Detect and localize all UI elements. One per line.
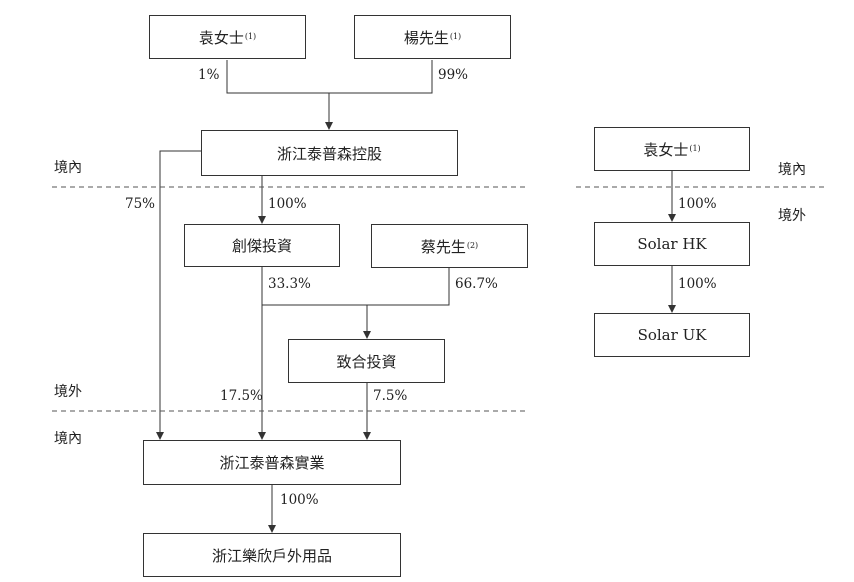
node-lexin: 浙江樂欣戶外用品 <box>143 533 401 577</box>
pct-shiye-lexin: 100% <box>280 492 319 508</box>
node-chuangjie: 創傑投資 <box>184 224 340 267</box>
pct-solarhk-solaruk: 100% <box>678 276 717 292</box>
node-solar-uk: Solar UK <box>594 313 750 357</box>
node-label: 浙江樂欣戶外用品 <box>211 546 332 565</box>
node-yang: 楊先生(1) <box>354 15 511 59</box>
footnote-marker: (1) <box>244 31 257 41</box>
node-label: Solar UK <box>637 326 707 344</box>
node-label: 蔡先生 <box>420 237 466 256</box>
pct-holdco-chuangjie: 100% <box>268 196 307 212</box>
node-label: 創傑投資 <box>231 237 292 255</box>
region-overseas-lower-left: 境外 <box>54 384 82 400</box>
line-yuan-holdco <box>226 60 329 94</box>
node-cai: 蔡先生(2) <box>371 224 528 268</box>
node-label: 致合投資 <box>336 352 397 371</box>
pct-chuangjie-shiye: 17.5% <box>220 388 263 404</box>
footnote-marker: (2) <box>466 240 479 250</box>
node-label: Solar HK <box>637 235 707 253</box>
region-overseas-right: 境外 <box>778 208 806 224</box>
pct-yuan-solarhk: 100% <box>678 196 717 212</box>
node-label: 袁女士 <box>643 140 689 159</box>
arrow-holdco-shiye <box>156 150 201 440</box>
node-yuan-left: 袁女士(1) <box>149 15 306 59</box>
node-label: 浙江泰普森實業 <box>219 454 325 472</box>
node-label: 浙江泰普森控股 <box>276 144 382 163</box>
pct-yuan-holdco: 1% <box>198 67 220 83</box>
node-label: 楊先生 <box>403 28 449 47</box>
line-yang-holdco <box>329 60 433 94</box>
pct-yang-holdco: 99% <box>438 67 469 83</box>
pct-cai-zhihe: 66.7% <box>455 276 498 292</box>
region-domestic-lower-left: 境內 <box>54 431 82 447</box>
footnote-marker: (1) <box>449 31 462 41</box>
node-zhihe: 致合投資 <box>288 339 445 383</box>
node-holdco: 浙江泰普森控股 <box>201 130 458 176</box>
pct-zhihe-shiye: 7.5% <box>373 388 408 404</box>
pct-chuangjie-zhihe: 33.3% <box>268 276 311 292</box>
node-shiye: 浙江泰普森實業 <box>143 440 401 485</box>
node-solar-hk: Solar HK <box>594 222 750 266</box>
region-domestic-upper-left: 境內 <box>54 160 82 176</box>
footnote-marker: (1) <box>689 143 701 153</box>
node-yuan-right: 袁女士(1) <box>594 127 750 171</box>
pct-holdco-shiye: 75% <box>125 196 156 212</box>
region-domestic-right: 境內 <box>778 162 806 178</box>
line-cai-zhihe <box>367 268 450 306</box>
node-label: 袁女士 <box>198 28 244 47</box>
